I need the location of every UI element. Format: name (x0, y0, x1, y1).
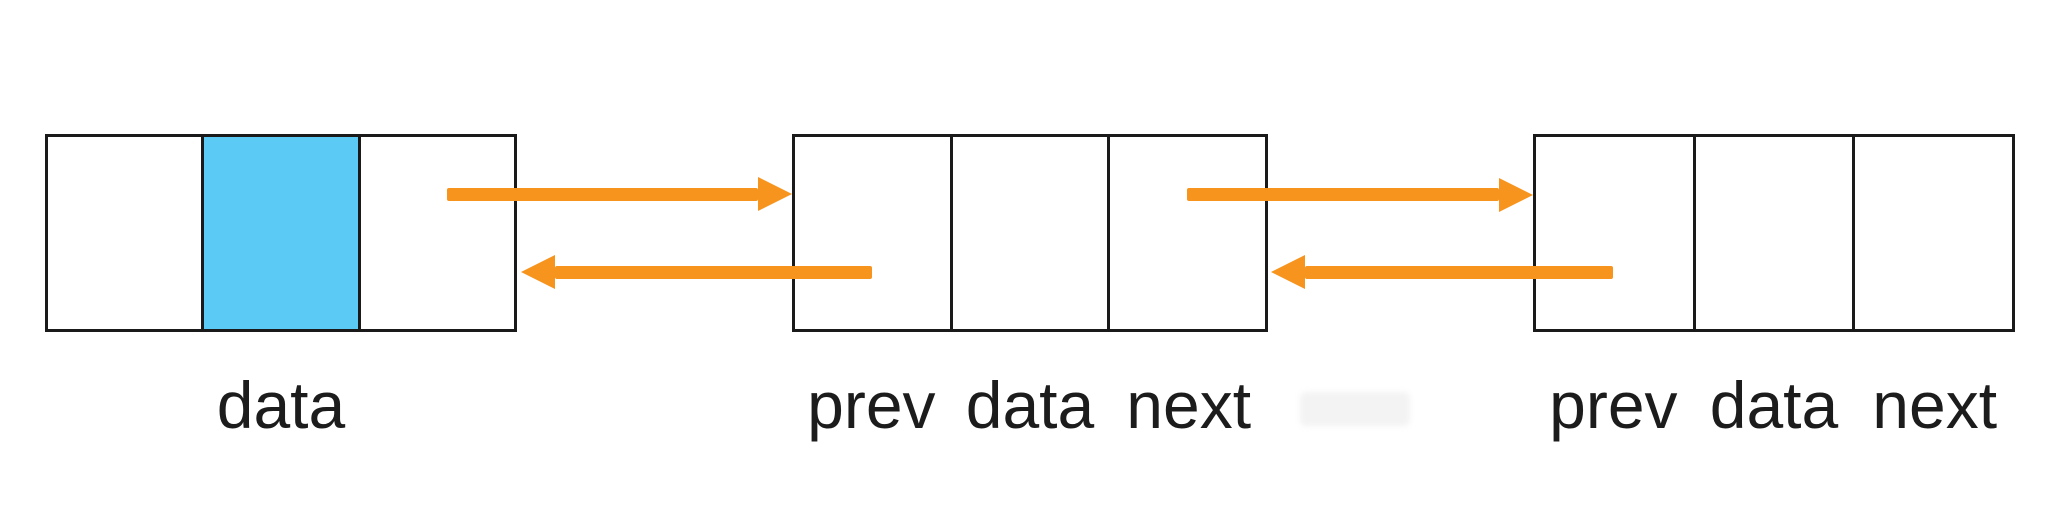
node-2-next-label: next (1126, 368, 1252, 442)
node-1-caption-row: data (45, 372, 517, 438)
arrow-shaft (555, 266, 872, 279)
node-3-next-cell (1852, 137, 2013, 329)
node-1-data-label: data (216, 368, 346, 442)
node-2-next-cell (1107, 137, 1266, 329)
node-2-data-cell (949, 137, 1108, 329)
node-2-prev-label: prev (807, 368, 936, 442)
list-node-1 (45, 134, 517, 332)
node-3-next-label: next (1872, 368, 1998, 442)
node-3-data-cell (1692, 137, 1853, 329)
node-2-caption-row: prev data next (792, 372, 1268, 438)
node-1-next-cell (357, 137, 514, 329)
node-3-data-label: data (1709, 368, 1839, 442)
watermark-artifact (1300, 392, 1410, 426)
node-3-prev-label: prev (1549, 368, 1678, 442)
list-node-3 (1533, 134, 2015, 332)
node-3-caption-row: prev data next (1533, 372, 2015, 438)
arrow-shaft (447, 188, 758, 201)
arrowhead-right-icon (1499, 178, 1533, 212)
node-1-prev-cell (48, 137, 202, 329)
list-node-2 (792, 134, 1268, 332)
arrowhead-right-icon (758, 177, 792, 211)
node-1-data-cell-highlighted (201, 137, 358, 329)
arrow-shaft (1305, 266, 1613, 279)
arrow-shaft (1187, 188, 1499, 201)
arrowhead-left-icon (1271, 255, 1305, 289)
node-2-prev-cell (795, 137, 950, 329)
node-2-data-label: data (965, 368, 1095, 442)
node-3-prev-cell (1536, 137, 1693, 329)
arrowhead-left-icon (521, 255, 555, 289)
